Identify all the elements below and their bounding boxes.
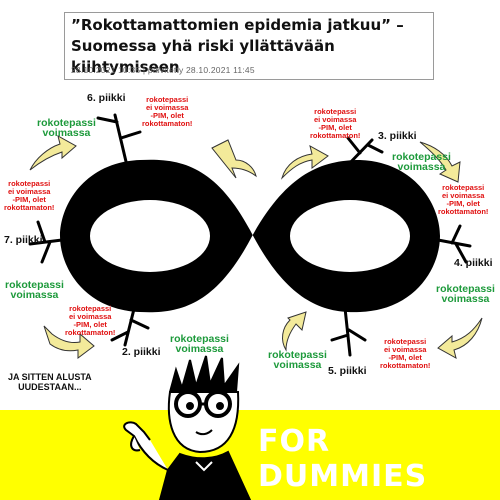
arrow-left-lower <box>43 325 95 359</box>
yellow-floor <box>0 410 500 500</box>
peak-2-label: 2. piikki <box>122 346 161 358</box>
peak-5-label: 5. piikki <box>328 365 367 377</box>
arrow-right-lower <box>437 317 483 359</box>
arrow-left-upper <box>29 135 77 171</box>
article-meta: 28.10.2021 10:35 | päivitetty 28.10.2021… <box>71 65 255 75</box>
peak-7-label: 7. piikki <box>4 234 43 246</box>
for-dummies-banner: FOR DUMMIES <box>258 424 428 494</box>
character-speech: JA SITTEN ALUSTA UUDESTAAN... <box>8 372 92 392</box>
arrow-bottom-center <box>282 311 307 352</box>
peak-ticks <box>28 113 472 357</box>
arrow-right-upper <box>419 141 461 183</box>
peak-3-label: 3. piikki <box>378 130 417 142</box>
dummy-character <box>123 355 252 500</box>
article-headline[interactable]: ”Rokottamattomien epidemia jatkuu” – Suo… <box>71 16 404 76</box>
arrow-top-right <box>280 145 329 180</box>
peak-6-label: 6. piikki <box>87 92 126 104</box>
peak-4-label: 4. piikki <box>454 257 493 269</box>
arrow-top-left <box>211 139 257 179</box>
article-card: ”Rokottamattomien epidemia jatkuu” – Suo… <box>64 12 434 80</box>
cycle-arrows <box>29 135 483 359</box>
infinity-loop <box>60 159 440 313</box>
